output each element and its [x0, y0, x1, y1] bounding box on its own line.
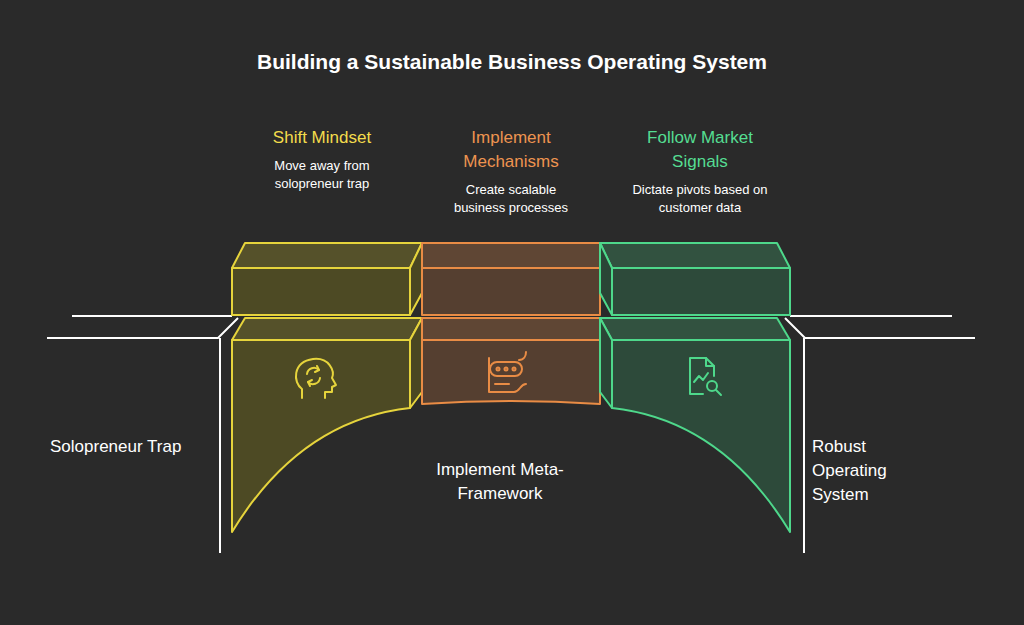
block-description: Dictate pivots based on customer data	[632, 181, 768, 217]
block-face	[612, 268, 790, 315]
ground-line	[72, 315, 232, 317]
block-text: Implement MechanismsCreate scalable busi…	[443, 126, 579, 217]
block-heading: Implement Mechanisms	[443, 126, 579, 174]
block-description: Create scalable business processes	[443, 181, 579, 217]
block-face	[232, 268, 410, 315]
block-text: Follow Market SignalsDictate pivots base…	[632, 126, 768, 217]
block-face	[422, 243, 600, 268]
block-face	[612, 340, 790, 532]
block-face	[232, 243, 422, 268]
block-face	[600, 318, 790, 340]
mechanism-icon	[489, 352, 526, 392]
block-face	[422, 340, 600, 404]
signal-icon	[690, 358, 721, 395]
block-face	[600, 318, 612, 408]
bridge-label: Solopreneur Trap	[50, 435, 220, 459]
block-face	[600, 243, 612, 315]
block-face	[422, 318, 600, 340]
block-face	[232, 318, 422, 340]
mindset-icon	[296, 359, 336, 398]
ground-line	[790, 315, 952, 317]
block-heading: Shift Mindset	[254, 126, 390, 150]
block-heading: Follow Market Signals	[632, 126, 768, 174]
bridge-block: Follow Market SignalsDictate pivots base…	[600, 120, 800, 540]
block-description: Move away from solopreneur trap	[254, 157, 390, 193]
bridge-label: Implement Meta-Framework	[430, 458, 570, 506]
ground-line	[47, 318, 238, 338]
ground-line	[785, 318, 975, 338]
block-face	[232, 340, 410, 532]
cliff-line	[803, 338, 805, 553]
block-face	[410, 318, 422, 408]
block-face	[422, 268, 600, 315]
bridge-label: Robust Operating System	[812, 435, 912, 507]
diagram-title: Building a Sustainable Business Operatin…	[0, 50, 1024, 74]
bridge-block: Shift MindsetMove away from solopreneur …	[222, 120, 422, 540]
cliff-line	[219, 338, 221, 553]
block-face	[410, 243, 422, 315]
block-text: Shift MindsetMove away from solopreneur …	[254, 126, 390, 193]
block-face	[600, 243, 790, 268]
